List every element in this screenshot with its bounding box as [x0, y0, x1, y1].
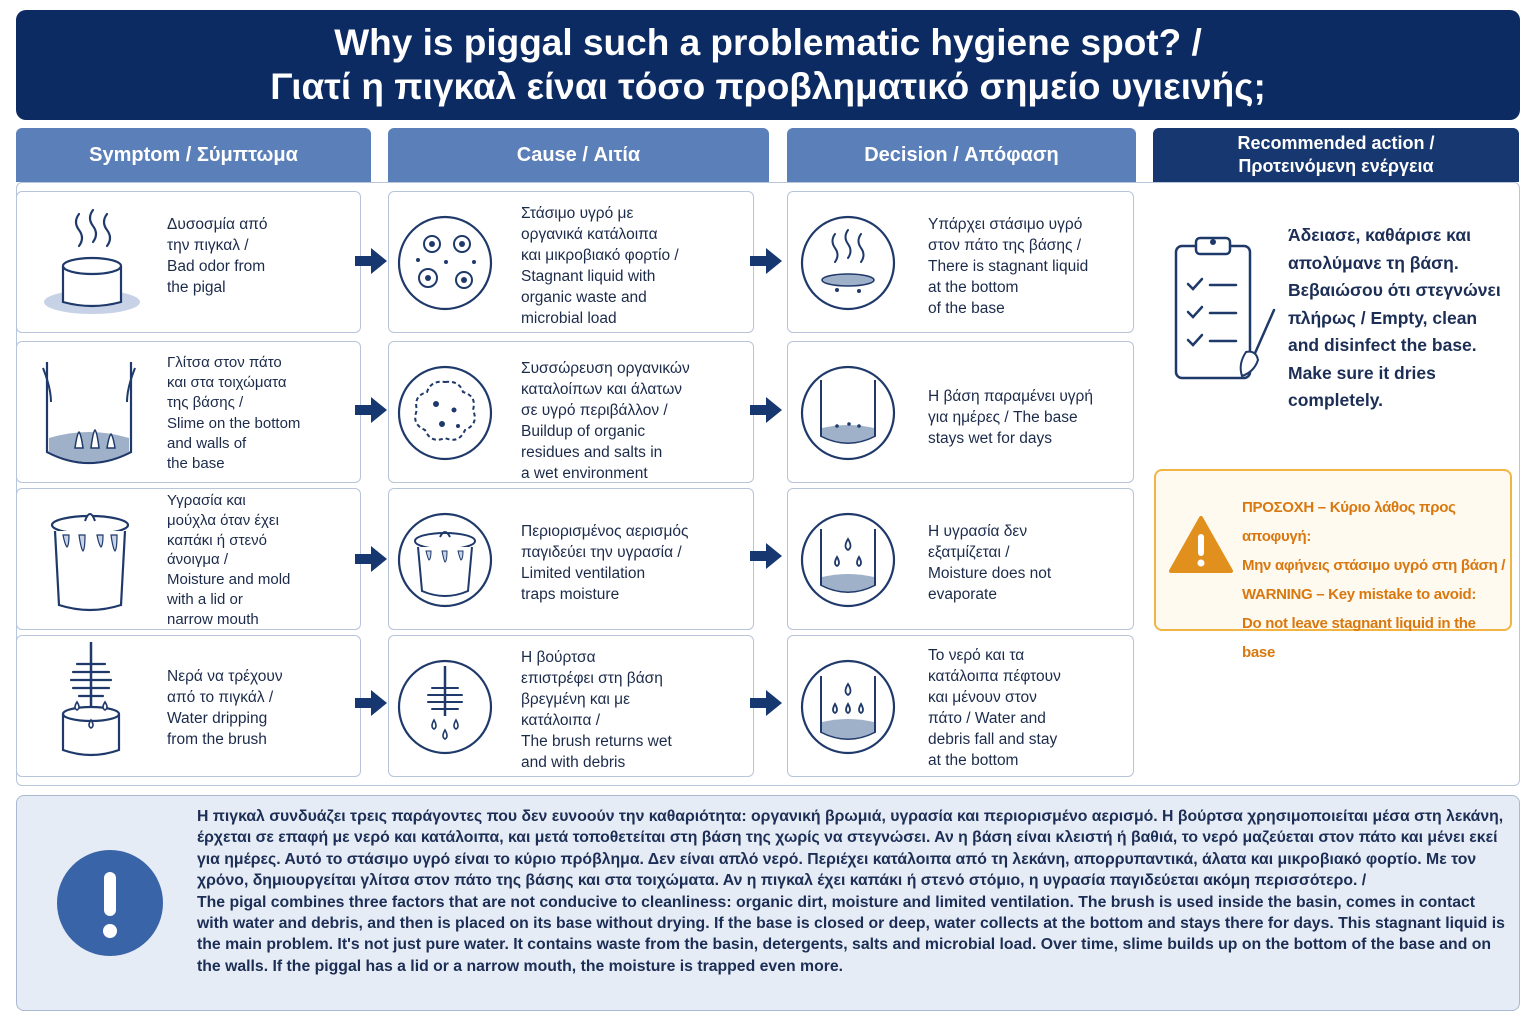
cause-text-2: Συσσώρευση οργανικών καταλοίπων και άλατ…: [521, 360, 690, 482]
lidded-holder-icon: [50, 513, 130, 612]
slime-base-icon: [42, 362, 136, 465]
exclamation-icon: [57, 850, 163, 956]
symptom-text-1: Δυσοσμία από την πιγκαλ / Bad odor from …: [167, 216, 268, 296]
decision-card-4: Το νερό και τα κατάλοιπα πέφτουν και μέν…: [787, 635, 1134, 777]
decision-text-3: Η υγρασία δεν εξατμίζεται / Moisture doe…: [928, 523, 1052, 603]
limited-ventilation-icon: [397, 512, 493, 608]
symptom-card-1: Δυσοσμία από την πιγκαλ / Bad odor from …: [16, 191, 361, 333]
decision-card-1: Υπάρχει στάσιμο υγρό στον πάτο της βάσης…: [787, 191, 1134, 333]
odor-holder-icon: [44, 208, 140, 314]
cause-card-4: Η βούρτσα επιστρέφει στη βάση βρεγμένη κ…: [388, 635, 754, 777]
debris-bottom-icon: [800, 659, 896, 755]
cause-text-3: Περιορισμένος αερισμός παγιδεύει την υγρ…: [521, 523, 689, 603]
warning-text: ΠΡΟΣΟΧΗ – Κύριο λάθος προς αποφυγή: Μην …: [1242, 499, 1506, 661]
dripping-brush-icon: [61, 642, 121, 757]
symptom-card-3: Υγρασία και μούχλα όταν έχει καπάκι ή στ…: [16, 488, 361, 630]
wet-brush-icon: [397, 659, 493, 755]
arrow-right-icon: [355, 690, 387, 716]
header-decision: Decision / Απόφαση: [787, 128, 1136, 182]
arrow-right-icon: [355, 248, 387, 274]
cause-card-2: Συσσώρευση οργανικών καταλοίπων και άλατ…: [388, 341, 754, 483]
arrow-right-icon: [750, 248, 782, 274]
stagnant-liquid-icon: [800, 215, 896, 311]
decision-text-2: Η βάση παραμένει υγρή για ημέρες / The b…: [928, 388, 1093, 447]
moisture-drops-icon: [800, 512, 896, 608]
wet-base-icon: [800, 365, 896, 461]
header-cause: Cause / Αιτία: [388, 128, 769, 182]
cause-text-4: Η βούρτσα επιστρέφει στη βάση βρεγμένη κ…: [521, 649, 672, 771]
arrow-right-icon: [355, 397, 387, 423]
decision-card-3: Η υγρασία δεν εξατμίζεται / Moisture doe…: [787, 488, 1134, 630]
warning-box: ΠΡΟΣΟΧΗ – Κύριο λάθος προς αποφυγή: Μην …: [1154, 469, 1512, 661]
symptom-text-3: Υγρασία και μούχλα όταν έχει καπάκι ή στ…: [167, 492, 291, 628]
header-symptom: Symptom / Σύμπτωμα: [16, 128, 371, 182]
cause-card-1: Στάσιμο υγρό με οργανικά κατάλοιπα και μ…: [388, 191, 754, 333]
header-action-line2: Προτεινόμενη ενέργεια: [1238, 156, 1434, 176]
arrow-right-icon: [750, 543, 782, 569]
cause-card-3: Περιορισμένος αερισμός παγιδεύει την υγρ…: [388, 488, 754, 630]
title-line-english: Why is piggal such a problematic hygiene…: [334, 22, 1202, 63]
residue-buildup-icon: [397, 365, 493, 461]
info-box: Η πιγκαλ συνδυάζει τρεις παράγοντες που …: [16, 795, 1520, 1011]
warning-triangle-icon: [1169, 516, 1233, 573]
header-action-line1: Recommended action /: [1237, 133, 1435, 153]
header-action: Recommended action / Προτεινόμενη ενέργε…: [1153, 128, 1519, 182]
decision-text-4: Το νερό και τα κατάλοιπα πέφτουν και μέν…: [928, 647, 1061, 769]
info-text-greek: Η πιγκαλ συνδυάζει τρεις παράγοντες που …: [197, 808, 1504, 890]
symptom-card-4: Νερά να τρέχουν από το πιγκάλ / Water dr…: [16, 635, 361, 777]
arrow-right-icon: [750, 397, 782, 423]
clipboard-checklist-icon: [1174, 236, 1276, 380]
page-title: Why is piggal such a problematic hygiene…: [16, 10, 1520, 120]
symptom-card-2: Γλίτσα στον πάτο και στα τοιχώματα της β…: [16, 341, 361, 483]
decision-card-2: Η βάση παραμένει υγρή για ημέρες / The b…: [787, 341, 1134, 483]
info-text-english: The pigal combines three factors that ar…: [197, 893, 1505, 975]
decision-text-1: Υπάρχει στάσιμο υγρό στον πάτο της βάσης…: [928, 216, 1089, 317]
info-text: Η πιγκαλ συνδυάζει τρεις παράγοντες που …: [197, 806, 1507, 977]
table-frame: [16, 182, 1520, 786]
title-line-greek: Γιατί η πιγκαλ είναι τόσο προβληματικό σ…: [270, 66, 1266, 107]
symptom-text-2: Γλίτσα στον πάτο και στα τοιχώματα της β…: [167, 354, 301, 473]
arrow-right-icon: [355, 546, 387, 572]
recommended-action-text: Άδειασε, καθάρισε και απολύμανε τη βάση.…: [1288, 225, 1501, 410]
arrow-right-icon: [750, 690, 782, 716]
symptom-text-4: Νερά να τρέχουν από το πιγκάλ / Water dr…: [167, 668, 283, 748]
microbes-icon: [397, 215, 493, 311]
cause-text-1: Στάσιμο υγρό με οργανικά κατάλοιπα και μ…: [521, 205, 679, 327]
